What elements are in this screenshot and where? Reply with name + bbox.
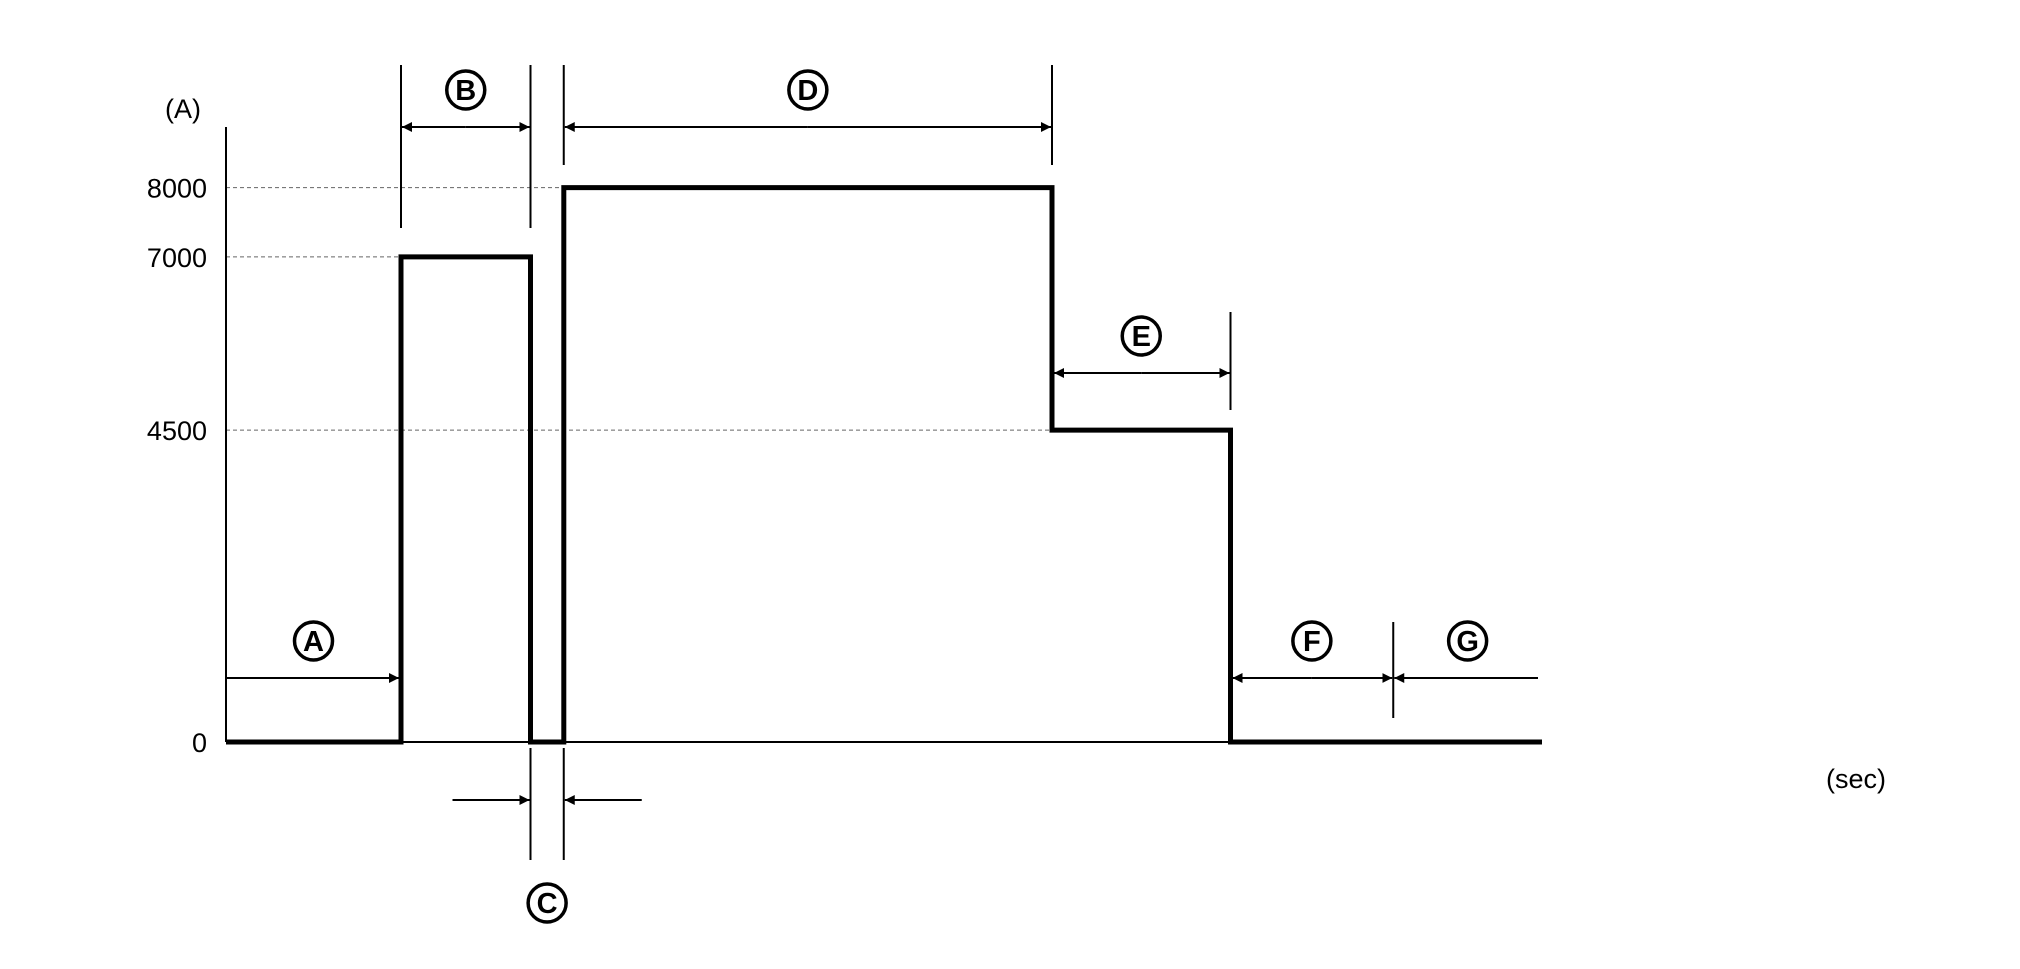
y-tick-label-0: 0: [192, 728, 207, 758]
y-axis-label: (A): [165, 94, 201, 124]
axes: [225, 127, 1542, 743]
y-tick-label-4500: 4500: [147, 416, 207, 446]
interval-label-d: D: [797, 75, 818, 107]
current-step-line: [226, 185, 1542, 745]
interval-label-f: F: [1303, 626, 1321, 658]
interval-label-e: E: [1132, 321, 1151, 353]
reference-lines: [226, 187, 1231, 431]
series-layer: [226, 185, 1542, 745]
interval-badge-c: [526, 882, 568, 924]
interval-label-b: B: [455, 75, 476, 107]
interval-label-a: A: [303, 626, 324, 658]
interval-badge-e: [1120, 315, 1162, 357]
interval-badge-b: [445, 69, 487, 111]
x-axis-label: (sec): [1826, 764, 1886, 794]
interval-label-c: C: [537, 888, 558, 920]
interval-badge-g: [1446, 620, 1489, 662]
y-tick-labels: 0 4500 7000 8000: [147, 174, 207, 758]
interval-markers: A B C D E F G: [226, 65, 1538, 924]
y-tick-label-8000: 8000: [147, 174, 207, 204]
interval-badge-f: [1291, 620, 1333, 662]
interval-badge-d: [787, 69, 829, 111]
interval-badge-a: [292, 620, 335, 662]
y-tick-label-7000: 7000: [147, 243, 207, 273]
interval-label-g: G: [1456, 626, 1479, 658]
